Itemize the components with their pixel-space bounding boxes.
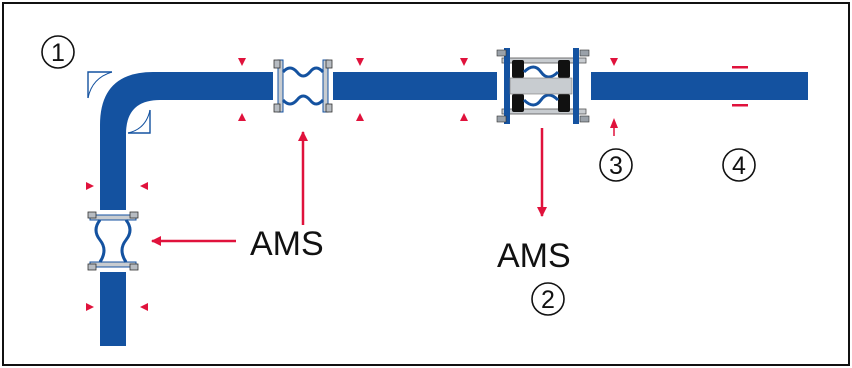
tied-rubber-expansion-joint-icon	[496, 46, 591, 126]
ams-label-left: AMS	[250, 225, 324, 263]
marker-3-label: 3	[609, 152, 623, 180]
pipe-run	[100, 72, 808, 346]
marker-2: 2	[531, 282, 565, 316]
elbow-corner-icon	[87, 71, 151, 134]
marker-2-label: 2	[541, 286, 555, 314]
marker-3: 3	[599, 148, 633, 182]
marker-4: 4	[722, 148, 756, 182]
marker-4-label: 4	[732, 152, 746, 180]
ams-label-right: AMS	[497, 237, 571, 275]
axial-bellows-expansion-joint-icon	[273, 56, 333, 116]
guide-markers	[86, 58, 748, 311]
axial-bellows-expansion-joint-icon	[87, 210, 139, 272]
marker-1-label: 1	[51, 39, 65, 67]
pipe-horizontal-and-elbow	[100, 72, 808, 346]
marker-1: 1	[41, 35, 75, 69]
